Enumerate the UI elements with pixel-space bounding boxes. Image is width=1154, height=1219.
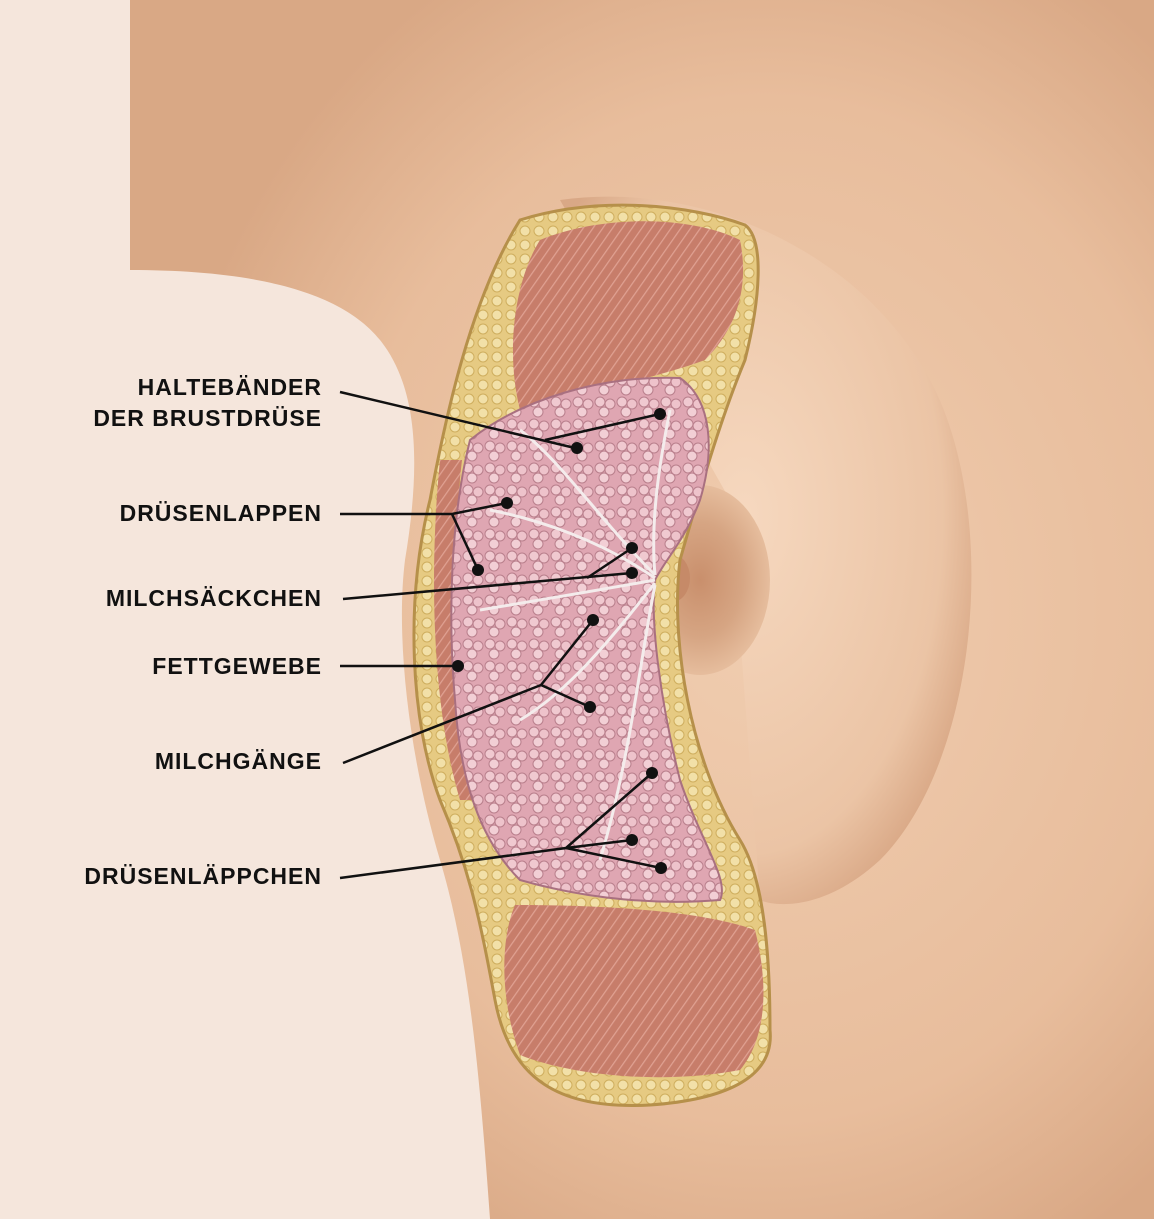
label-druesenlaeppchen: DRÜSENLÄPPCHEN [84,861,322,892]
dot-druesenlaeppchen-2 [626,834,638,846]
label-haltebaender-line2: DER BRUSTDRÜSE [93,403,322,434]
label-milchsaeckchen: MILCHSÄCKCHEN [106,583,322,614]
dot-haltebaender-1 [571,442,583,454]
dot-druesenlaeppchen-1 [646,767,658,779]
label-haltebaender: HALTEBÄNDER DER BRUSTDRÜSE [93,372,322,434]
label-milchgaenge: MILCHGÄNGE [155,746,322,777]
dot-milchsaeckchen-1 [626,542,638,554]
dot-milchsaeckchen-2 [626,567,638,579]
dot-druesenlappen-1 [501,497,513,509]
label-druesenlappen: DRÜSENLAPPEN [120,498,322,529]
dot-fettgewebe [452,660,464,672]
dot-druesenlaeppchen-3 [655,862,667,874]
lower-pectoral-muscle [504,905,763,1077]
label-fettgewebe: FETTGEWEBE [152,651,322,682]
label-haltebaender-line1: HALTEBÄNDER [93,372,322,403]
dot-druesenlappen-2 [472,564,484,576]
dot-haltebaender-2 [654,408,666,420]
dot-milchgaenge-1 [587,614,599,626]
dot-milchgaenge-2 [584,701,596,713]
